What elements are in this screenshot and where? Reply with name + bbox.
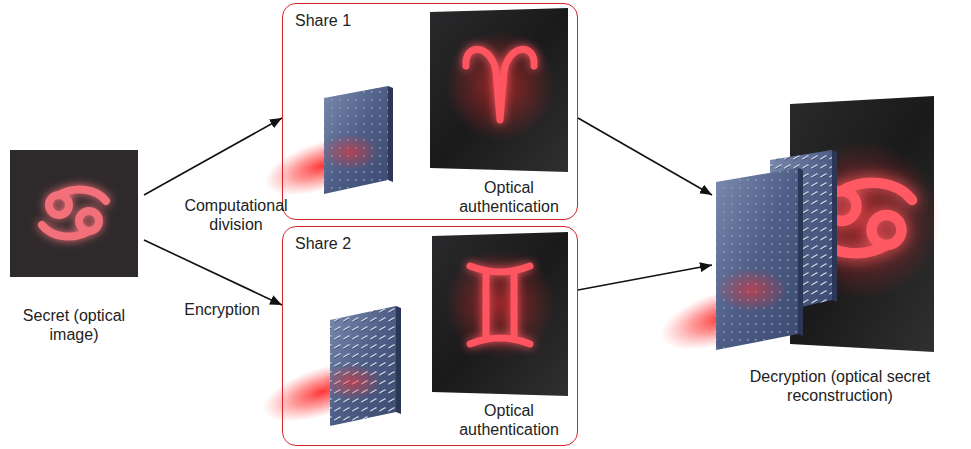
- decryption-illustration: [653, 96, 942, 363]
- decryption-figure: Decryption (optical secret reconstructio…: [712, 95, 968, 415]
- flow-arrow: [144, 240, 282, 305]
- share1-illustration: [258, 8, 568, 207]
- arrow-label: Encryption: [180, 300, 264, 319]
- share-panel: Share 2 Optical authentication: [282, 226, 578, 446]
- flow-arrow: [144, 118, 282, 195]
- flow-arrow: [578, 265, 712, 290]
- flow-arrow: [578, 118, 712, 195]
- arrow-label: Computational division: [176, 196, 296, 234]
- node-heading: Decryption (optical secret reconstructio…: [716, 367, 964, 405]
- node-heading: Share 2: [295, 234, 385, 253]
- secret-figure: Secret (optical image): [4, 148, 144, 348]
- node-caption: Optical authentication: [444, 178, 574, 216]
- node-caption: Optical authentication: [444, 401, 574, 439]
- node-heading: Secret (optical image): [4, 306, 144, 344]
- share-panel: Share 1 Optical authentication: [282, 3, 578, 220]
- secret-image: [10, 150, 138, 277]
- node-heading: Share 1: [295, 11, 385, 30]
